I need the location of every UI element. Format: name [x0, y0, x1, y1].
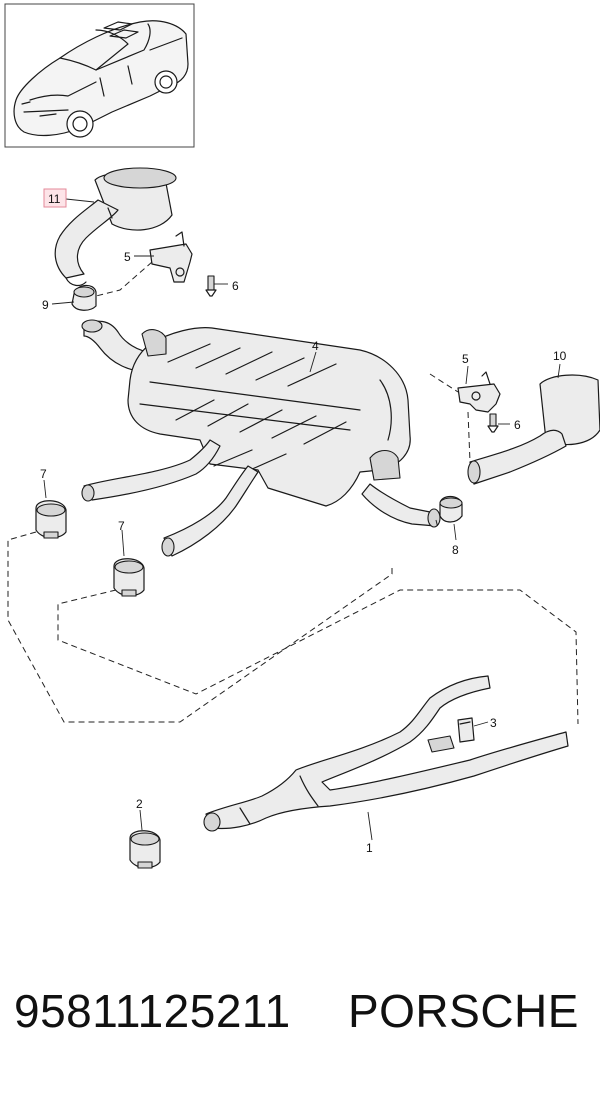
callout-2: 2 — [136, 797, 143, 811]
clamp-8 — [439, 495, 463, 523]
brand-name: PORSCHE — [347, 985, 579, 1037]
bolt-left — [205, 275, 217, 297]
installation-guides — [7, 261, 579, 725]
callout-6-right: 6 — [514, 418, 521, 432]
callout-11: 11 — [48, 192, 61, 206]
bolt-right — [487, 413, 499, 433]
connecting-pipe-lower — [161, 465, 259, 557]
tailpipe-trim-right — [467, 374, 600, 485]
hanger-bracket-right — [457, 371, 501, 413]
clamp-9 — [71, 284, 97, 311]
callout-3: 3 — [490, 716, 497, 730]
hanger-bracket-left — [149, 231, 193, 283]
rear-muffler — [127, 327, 411, 507]
leader-lines — [43, 198, 561, 841]
inlet-pipe-right — [361, 483, 441, 528]
clamp-7-lower — [113, 558, 145, 597]
callout-1: 1 — [366, 841, 373, 855]
callout-10: 10 — [553, 349, 567, 363]
clamp-7-upper — [35, 500, 67, 539]
front-y-pipe — [203, 675, 569, 832]
part-number: 95811125211 — [14, 985, 291, 1037]
tailpipe-trim-left — [54, 167, 177, 287]
callout-5-right: 5 — [462, 352, 469, 366]
callout-11-highlight — [43, 188, 67, 208]
callout-5-left: 5 — [124, 250, 131, 264]
vehicle-thumbnail — [4, 3, 195, 148]
callout-7-lower: 7 — [118, 519, 125, 533]
callout-6-left: 6 — [232, 279, 239, 293]
hanger-3 — [457, 717, 475, 743]
car-icon — [13, 20, 189, 138]
callout-7-upper: 7 — [40, 467, 47, 481]
part-caption: 95811125211 PORSCHE — [14, 984, 594, 1046]
callout-8: 8 — [452, 543, 459, 557]
callout-9: 9 — [42, 298, 49, 312]
connecting-pipe-upper — [81, 439, 221, 502]
callout-4: 4 — [312, 339, 319, 353]
clamp-2 — [129, 830, 161, 869]
